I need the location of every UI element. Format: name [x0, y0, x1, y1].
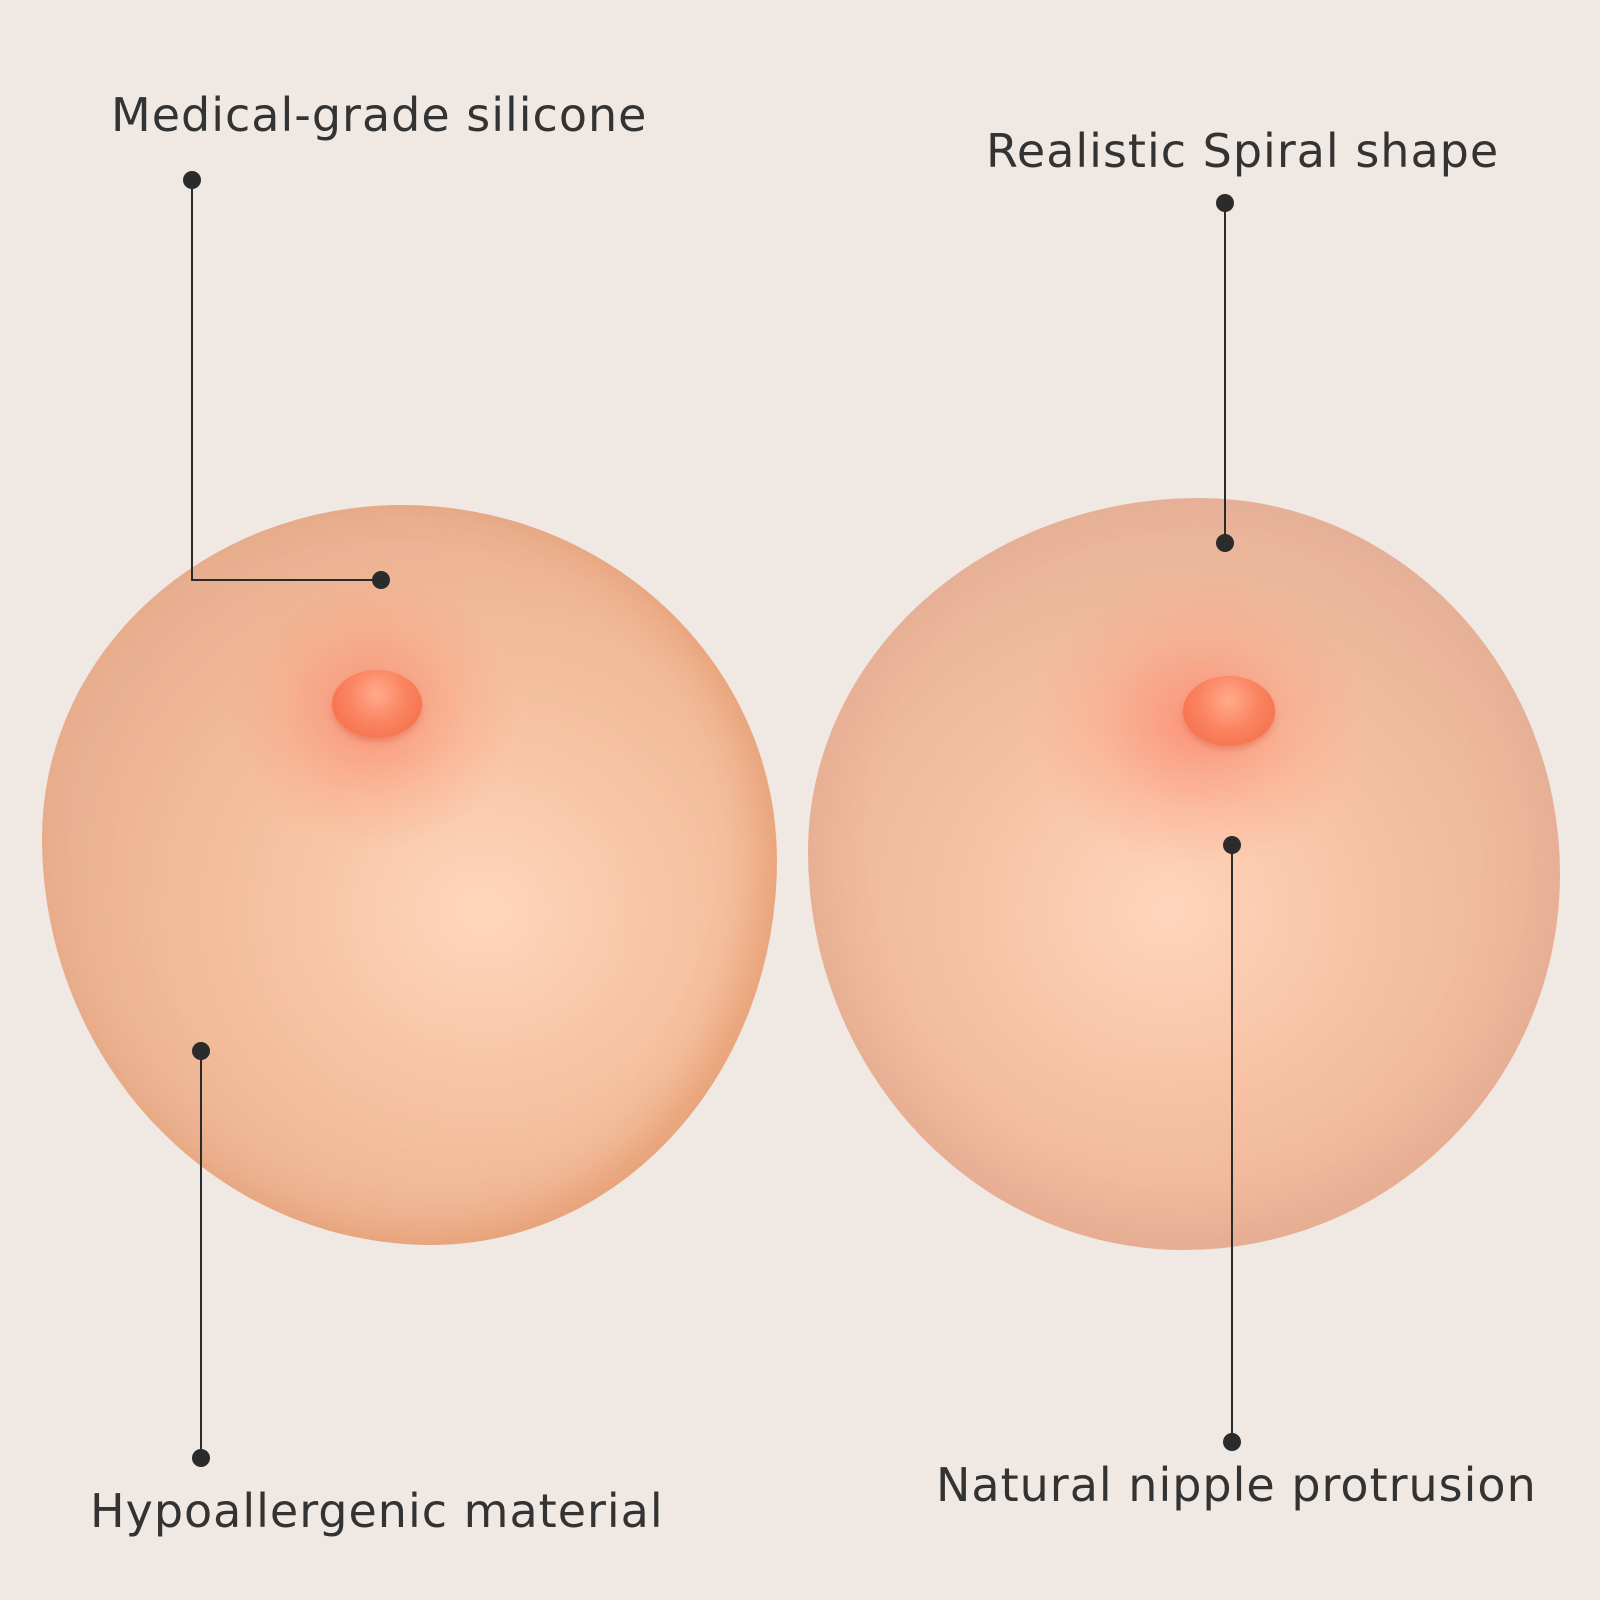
- nipple-right: [1183, 676, 1275, 746]
- callout-dot: [192, 1449, 210, 1467]
- label-medical-grade-silicone: Medical-grade silicone: [111, 88, 648, 142]
- callout-dot: [1216, 194, 1234, 212]
- silicone-form-right: [808, 498, 1560, 1250]
- silicone-form-left: [42, 505, 777, 1245]
- label-realistic-spiral-shape: Realistic Spiral shape: [986, 124, 1500, 178]
- nipple-left: [332, 670, 422, 738]
- callout-dot: [1223, 1433, 1241, 1451]
- label-hypoallergenic-material: Hypoallergenic material: [90, 1484, 664, 1538]
- label-natural-nipple-protrusion: Natural nipple protrusion: [936, 1458, 1537, 1512]
- callout-dot: [183, 171, 201, 189]
